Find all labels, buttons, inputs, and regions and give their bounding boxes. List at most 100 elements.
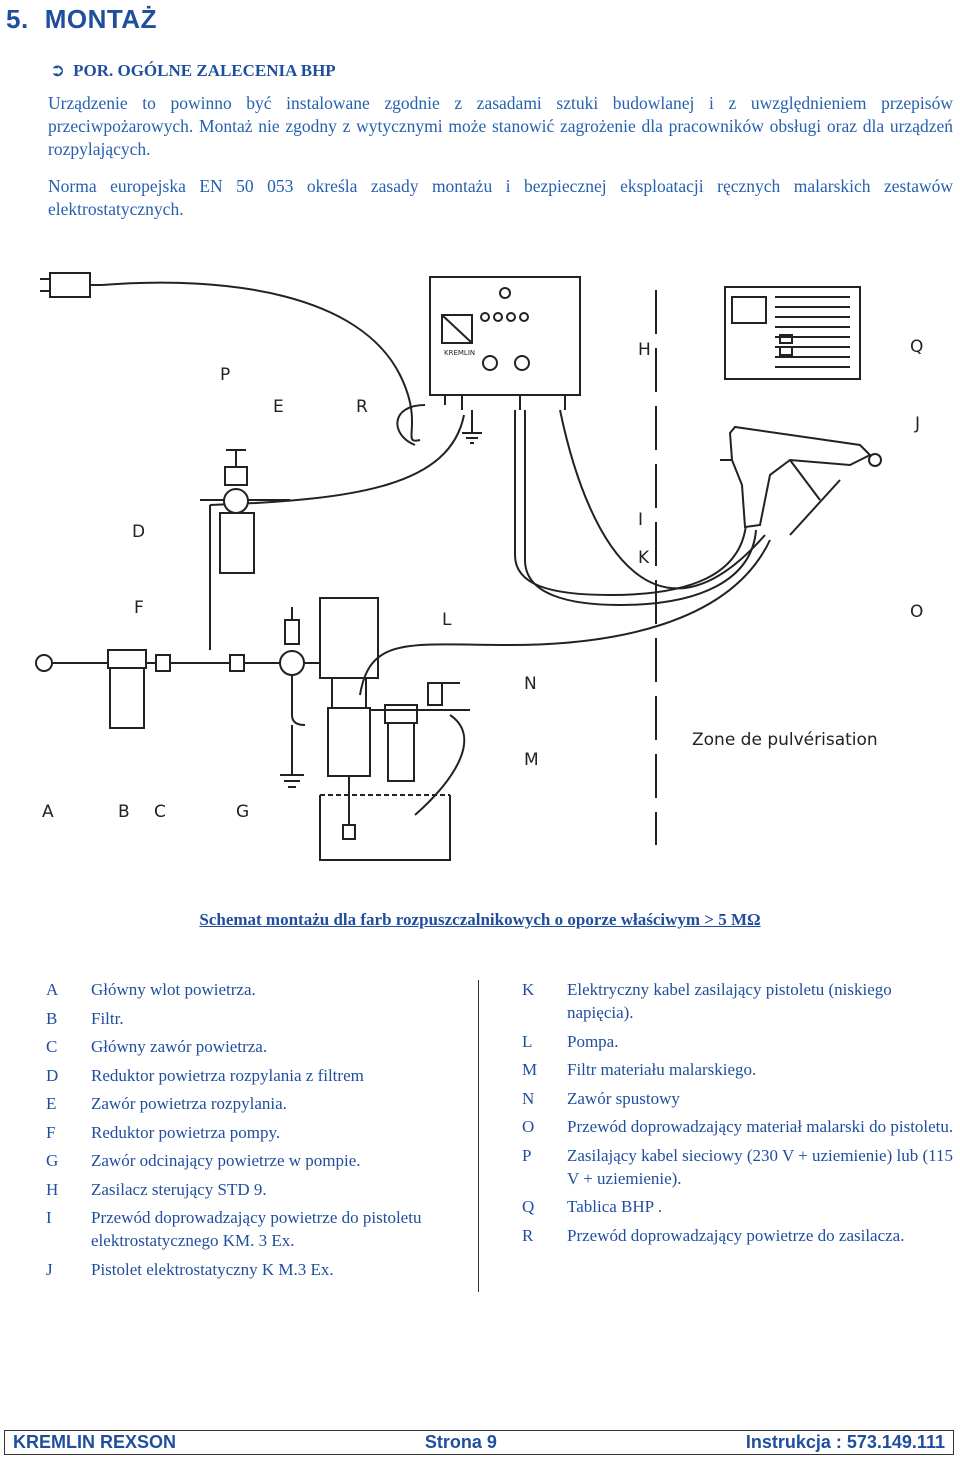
legend-text: Główny wlot powietrza. — [91, 980, 256, 999]
subheading-text: POR. OGÓLNE ZALECENIA BHP — [73, 61, 336, 80]
legend-text: Tablica BHP . — [567, 1197, 662, 1216]
legend-text: Reduktor powietrza rozpylania z filtrem — [91, 1065, 364, 1085]
legend-key: O — [522, 1117, 535, 1136]
label-f: F — [134, 598, 144, 618]
material-hose-o — [559, 409, 766, 590]
air-hose-r — [396, 404, 426, 446]
label-r: R — [356, 397, 368, 417]
legend-item: Q Tablica BHP . — [522, 1195, 954, 1218]
label-b: B — [118, 802, 130, 822]
legend-text: Zasilacz sterujący STD 9. — [91, 1179, 267, 1199]
label-c: C — [154, 802, 166, 822]
legend-key: Q — [522, 1197, 535, 1216]
label-n: N — [524, 674, 537, 694]
diagram-caption: Schemat montażu dla farb rozpuszczalniko… — [199, 910, 761, 929]
legend-key: D — [46, 1065, 59, 1085]
subheading: ➲ POR. OGÓLNE ZALECENIA BHP — [50, 60, 336, 81]
legend-key: E — [46, 1094, 57, 1113]
legend-key: B — [46, 1008, 58, 1028]
label-g: G — [236, 802, 249, 822]
material-filter-m — [370, 682, 470, 816]
label-e: E — [273, 397, 284, 417]
air-hose-e — [209, 414, 465, 506]
legend-text: Pompa. — [567, 1031, 619, 1051]
gun-cable-i — [514, 410, 747, 597]
legend-text: Zawór spustowy — [567, 1088, 680, 1108]
paint-container — [319, 794, 451, 861]
legend-key: F — [46, 1122, 56, 1142]
label-i: I — [638, 510, 643, 530]
legend-key: R — [522, 1225, 534, 1245]
legend-text: Filtr. — [91, 1008, 124, 1028]
label-q: Q — [910, 337, 923, 357]
arrow-icon: ➲ — [50, 60, 66, 81]
power-plug-icon — [40, 272, 102, 298]
legend-item: E Zawór powietrza rozpylania. — [46, 1092, 466, 1115]
safety-panel — [724, 286, 861, 380]
legend-text: Pistolet elektrostatyczny K M.3 Ex. — [91, 1259, 334, 1279]
section-title-text: MONTAŻ — [44, 4, 157, 34]
label-h: H — [638, 340, 651, 360]
drain-hose — [414, 714, 466, 816]
legend-text: Przewód doprowadzający powietrze do zasi… — [567, 1225, 905, 1245]
legend-right: K Elektryczny kabel zasilający pistoletu … — [522, 978, 954, 1252]
section-title: 5. MONTAŻ — [6, 4, 157, 35]
label-j: J — [914, 414, 920, 434]
legend-text: Przewód doprowadzający powietrze do pist… — [91, 1208, 422, 1250]
legend-item: H Zasilacz sterujący STD 9. — [46, 1178, 466, 1201]
section-number: 5. — [6, 4, 29, 34]
legend-text: Przewód doprowadzający materiał malarski… — [567, 1117, 954, 1136]
legend-key: H — [46, 1179, 59, 1199]
legend-text: Filtr materiału malarskiego. — [567, 1060, 757, 1079]
legend-key: J — [46, 1259, 53, 1279]
intro-paragraph: Urządzenie to powinno być instalowane zg… — [48, 93, 953, 159]
label-l: L — [442, 610, 452, 630]
footer-page-number: Strona 9 — [424, 1432, 497, 1452]
legend-key: G — [46, 1151, 59, 1170]
legend-item: K Elektryczny kabel zasilający pistoletu … — [522, 978, 954, 1024]
legend-item: N Zawór spustowy — [522, 1087, 954, 1110]
pump-l — [319, 597, 379, 840]
ground-icon — [280, 410, 482, 788]
spray-zone-label: Zone de pulvérisation — [692, 730, 878, 750]
label-a: A — [42, 802, 54, 822]
label-k: K — [638, 548, 650, 568]
legend-item: L Pompa. — [522, 1030, 954, 1053]
legend-item: O Przewód doprowadzający materiał malarsk… — [522, 1115, 954, 1138]
legend-item: P Zasilający kabel sieciowy (230 V + uzie… — [522, 1144, 954, 1190]
legend-text: Zasilający kabel sieciowy (230 V + uziem… — [567, 1145, 953, 1188]
legend-item: I Przewód doprowadzający powietrze do pis… — [46, 1206, 466, 1252]
legend-divider — [478, 980, 479, 1292]
footer-company: KREMLIN REXSON — [13, 1432, 177, 1452]
legend-item: J Pistolet elektrostatyczny K M.3 Ex. — [46, 1258, 466, 1281]
power-cable — [101, 281, 421, 442]
legend-key: N — [522, 1088, 535, 1108]
legend-key: I — [46, 1208, 52, 1227]
air-regulator-d — [200, 449, 290, 650]
legend-key: K — [522, 980, 535, 999]
legend-text: Reduktor powietrza pompy. — [91, 1122, 281, 1142]
legend-item: F Reduktor powietrza pompy. — [46, 1121, 466, 1144]
legend-item: D Reduktor powietrza rozpylania z filtrem — [46, 1064, 466, 1087]
legend-item: M Filtr materiału malarskiego. — [522, 1058, 954, 1081]
legend-text: Elektryczny kabel zasilający pistoletu (… — [567, 980, 892, 1022]
label-o: O — [910, 602, 923, 622]
norm-paragraph: Norma europejska EN 50 053 określa zasad… — [48, 176, 953, 219]
legend-key: P — [522, 1145, 532, 1165]
legend-text: Zawór odcinający powietrze w pompie. — [91, 1151, 361, 1170]
legend-text: Zawór powietrza rozpylania. — [91, 1094, 287, 1113]
legend-item: R Przewód doprowadzający powietrze do zas… — [522, 1224, 954, 1247]
main-air-line — [35, 649, 370, 729]
label-m: M — [524, 750, 539, 770]
legend-key: M — [522, 1060, 538, 1079]
legend-key: L — [522, 1031, 533, 1051]
footer-manual-number: Instrukcja : 573.149.111 — [745, 1432, 945, 1452]
gun-hose-k — [524, 410, 757, 607]
legend-text: Główny zawór powietrza. — [91, 1037, 268, 1056]
control-unit: KREMLIN — [429, 276, 581, 410]
legend-key: C — [46, 1037, 58, 1056]
label-d: D — [132, 522, 145, 542]
page-footer: KREMLIN REXSON Strona 9 Instrukcja : 573… — [4, 1430, 954, 1455]
